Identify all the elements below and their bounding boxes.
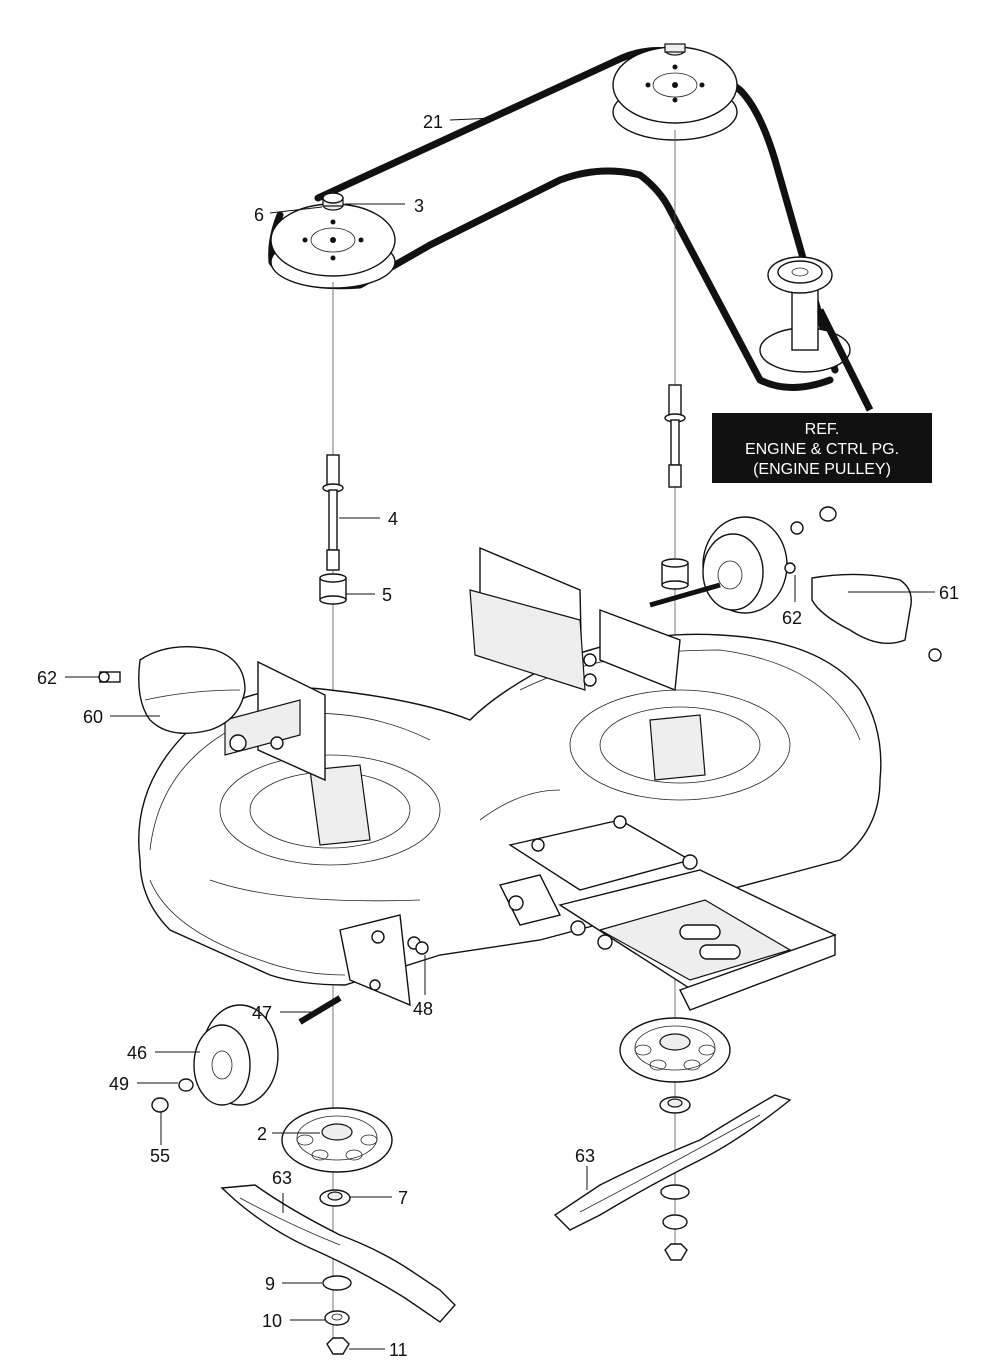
left-blade-adapter <box>281 1107 393 1173</box>
callout-61: 61 <box>939 583 959 603</box>
right-blade <box>553 1094 792 1231</box>
ref-line-2: ENGINE & CTRL PG. <box>745 441 899 458</box>
left-pulley <box>270 203 396 289</box>
right-nut <box>664 1243 688 1261</box>
left-lock-washer-10 <box>324 1310 350 1326</box>
left-spindle-shaft <box>322 454 344 571</box>
left-spacer <box>319 573 347 605</box>
callout-5: 5 <box>382 585 392 605</box>
front-wheel-bracket <box>339 914 429 1007</box>
front-deck-bracket <box>599 608 681 691</box>
deck-guard-left <box>138 645 246 735</box>
callout-9: 9 <box>265 1274 275 1294</box>
front-gauge-wheel <box>151 995 342 1113</box>
callout-10: 10 <box>262 1311 282 1331</box>
left-deck-bracket <box>224 660 326 782</box>
engine-reference-box: REF. ENGINE & CTRL PG. (ENGINE PULLEY) <box>712 413 932 483</box>
right-pulley <box>612 43 738 141</box>
leader-lines <box>65 117 935 1350</box>
callout-63-right: 63 <box>575 1146 595 1166</box>
right-spindle-shaft <box>664 384 686 488</box>
rear-gauge-wheel <box>649 506 837 614</box>
callout-60: 60 <box>83 707 103 727</box>
callout-62-right: 62 <box>782 608 802 628</box>
deck-hanger-frame <box>498 815 837 1011</box>
engine-pulley <box>759 256 874 412</box>
left-pulley-nut <box>322 192 344 211</box>
left-washer-9 <box>322 1275 352 1291</box>
left-blade-washer-7 <box>319 1189 351 1207</box>
right-blade-washer <box>659 1096 691 1114</box>
callout-6: 6 <box>254 205 264 225</box>
callout-49: 49 <box>109 1074 129 1094</box>
ref-line-1: REF. <box>805 421 840 438</box>
callout-2: 2 <box>257 1124 267 1144</box>
callout-21: 21 <box>423 112 443 132</box>
right-deck-bracket <box>469 546 597 691</box>
callout-4: 4 <box>388 509 398 529</box>
callout-55: 55 <box>150 1146 170 1166</box>
left-nut-11 <box>326 1337 350 1355</box>
deck-guard-right <box>811 573 942 662</box>
bolt-62-left <box>98 671 121 683</box>
right-washer <box>660 1184 690 1200</box>
callout-3: 3 <box>414 196 424 216</box>
callout-7: 7 <box>398 1188 408 1208</box>
callout-47: 47 <box>252 1003 272 1023</box>
left-blade <box>220 1184 456 1323</box>
ref-line-3: (ENGINE PULLEY) <box>753 461 891 478</box>
callout-62-left: 62 <box>37 668 57 688</box>
callout-63-left: 63 <box>272 1168 292 1188</box>
callout-46: 46 <box>127 1043 147 1063</box>
right-lock-washer <box>662 1214 688 1230</box>
right-blade-adapter <box>619 1017 731 1083</box>
callouts: 21 6 3 4 5 61 62 62 60 47 48 46 49 55 2 … <box>37 112 959 1360</box>
callout-11: 11 <box>389 1340 408 1360</box>
right-spacer <box>661 558 689 590</box>
callout-48: 48 <box>413 999 433 1019</box>
